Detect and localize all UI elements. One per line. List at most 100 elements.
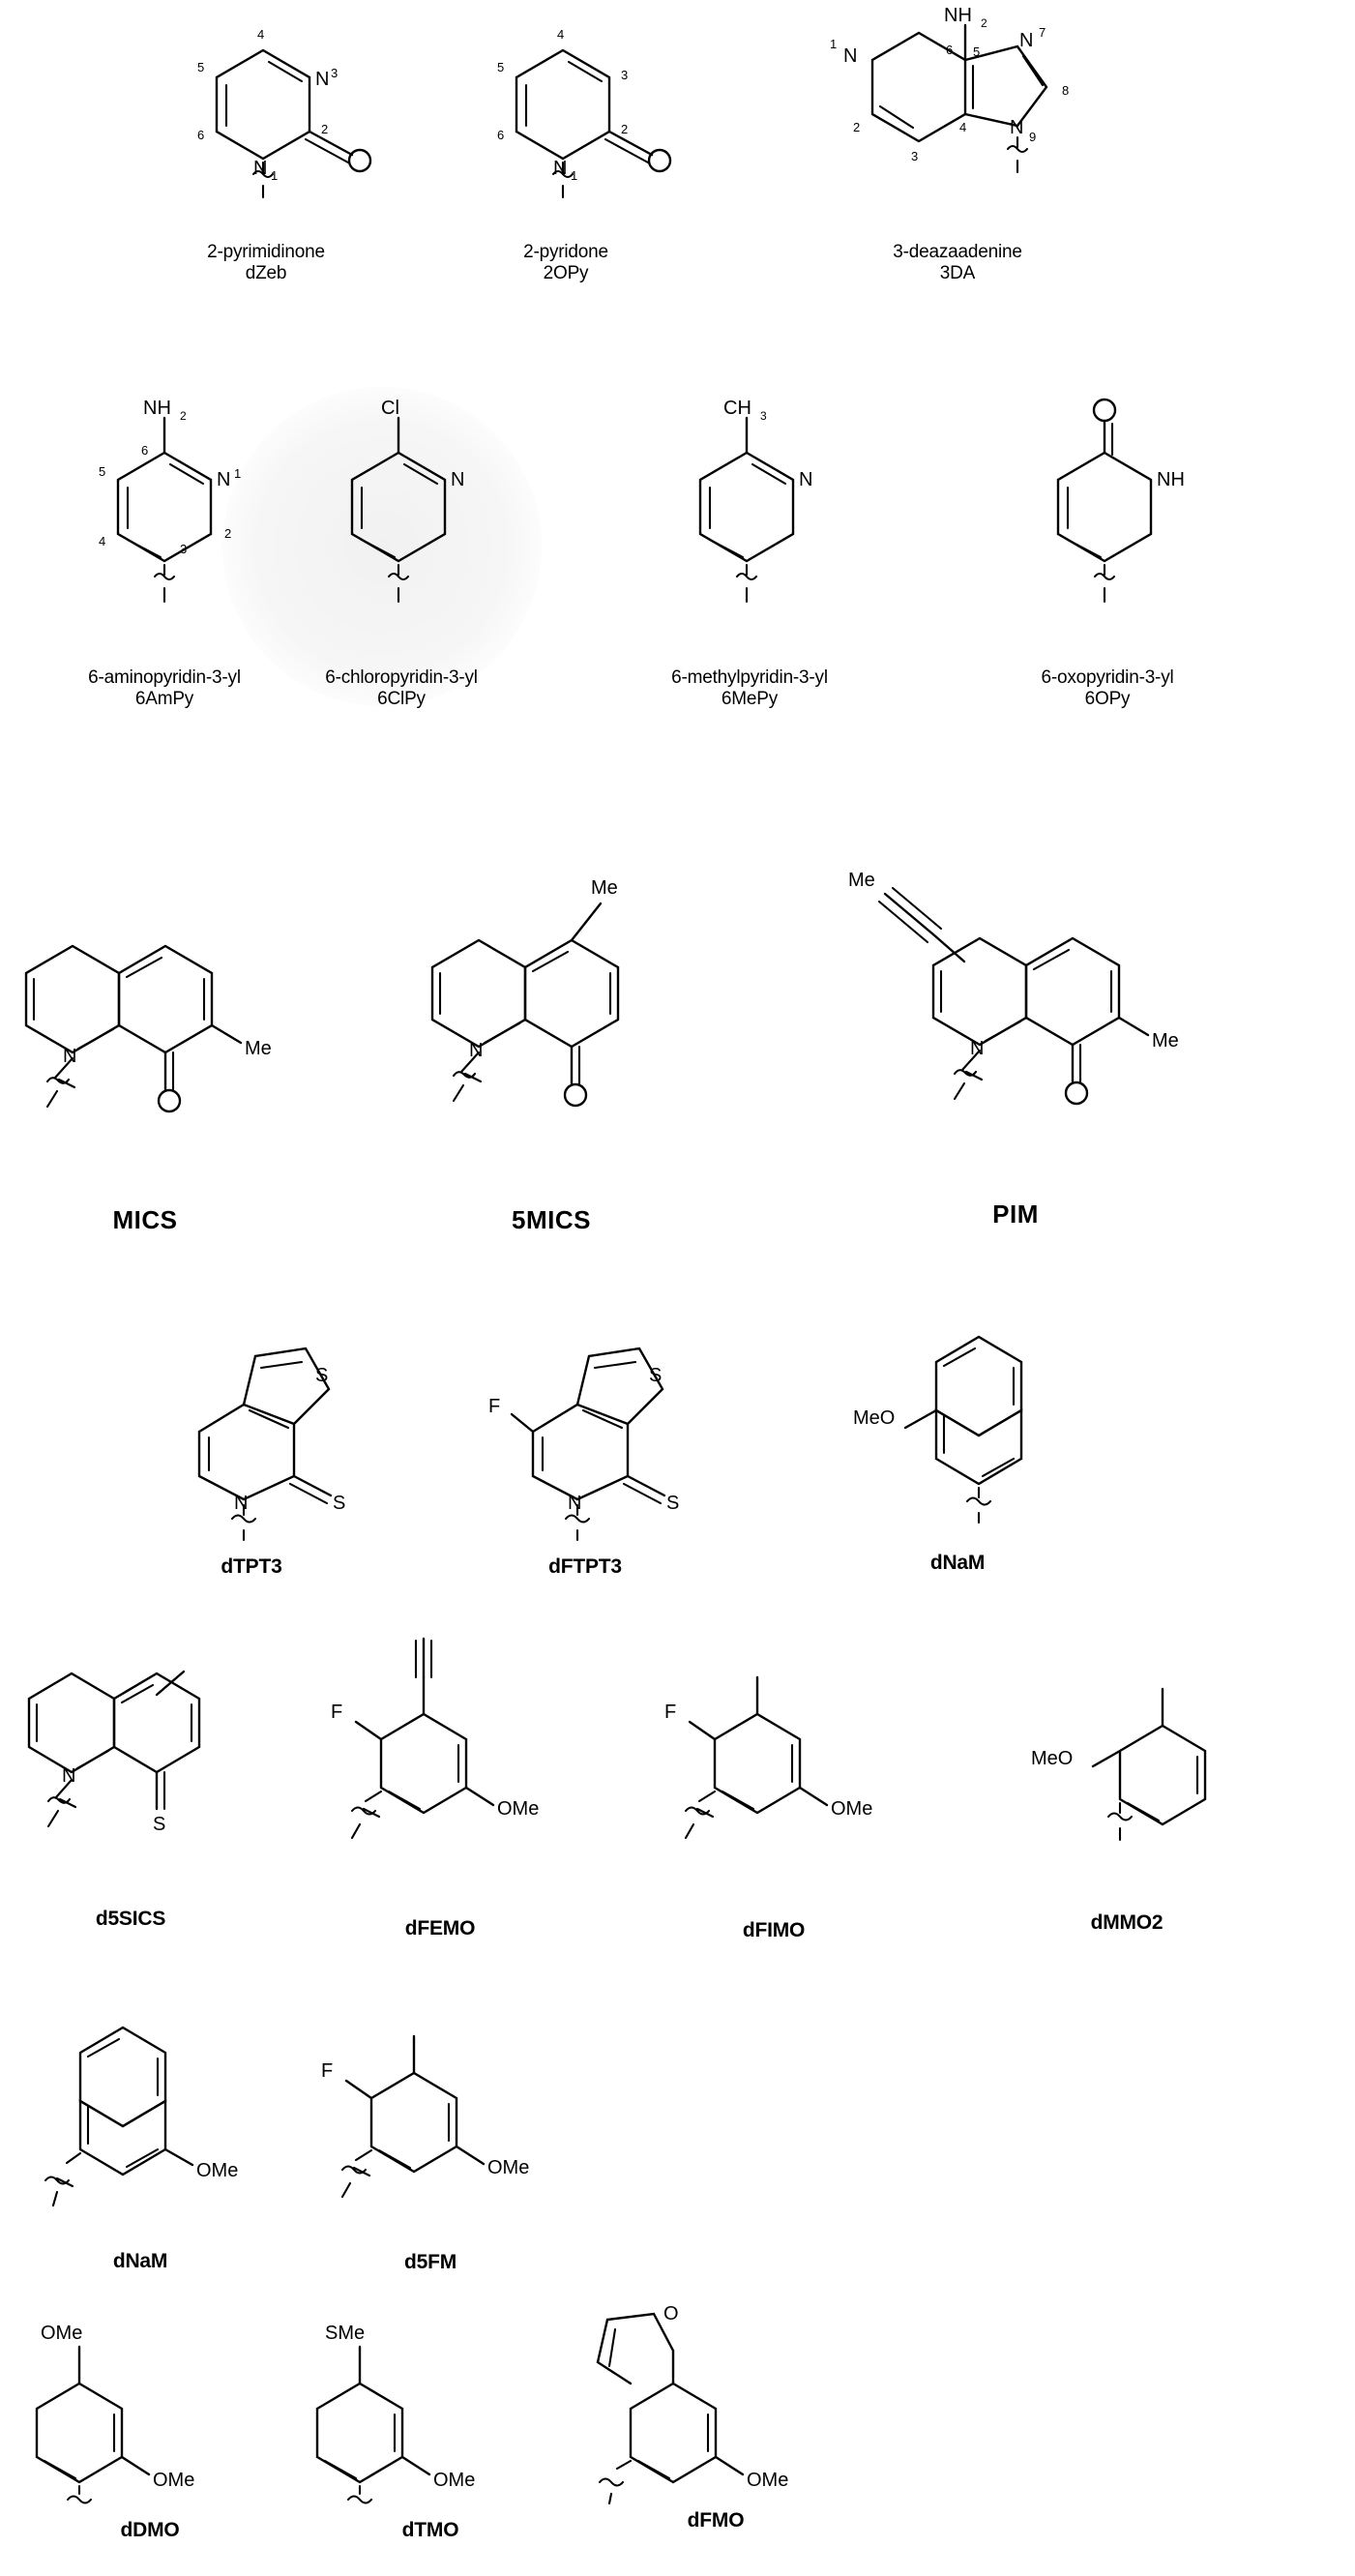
label-6mepy: 6-methylpyridin-3-yl 6MePy	[671, 667, 828, 711]
atom-label-ome: OMe	[433, 2470, 475, 2491]
atom-label-f: F	[664, 1702, 676, 1723]
atom-label-cl: Cl	[381, 398, 399, 419]
ring-number-2: 2	[621, 122, 628, 136]
atom-label-n: N	[62, 1765, 75, 1787]
structure-drawing-6-aminopyridin-3-yl: NH 2 N 1 6 5 4 3 2	[99, 398, 241, 604]
ring-number-5: 5	[973, 44, 980, 59]
label-6ampy: 6-aminopyridin-3-yl 6AmPy	[88, 667, 241, 711]
atom-label-me-8: Me	[1152, 1030, 1179, 1051]
compound-name: 6-aminopyridin-3-yl	[88, 667, 241, 688]
label-2opy: 2-pyridone 2OPy	[523, 242, 608, 285]
compound-name: 6-oxopyridin-3-yl	[1041, 667, 1174, 688]
atom-label-nh2: NH	[143, 398, 171, 419]
atom-sub-ch3: 3	[760, 409, 767, 423]
compound-name: 6-methylpyridin-3-yl	[671, 667, 828, 688]
atom-label-ome: OMe	[747, 2470, 788, 2491]
ring-number-3: 3	[911, 149, 918, 163]
label-pim: PIM	[992, 1199, 1039, 1229]
structure-cell-dnam-row6: OMe dNaM	[0, 1993, 280, 2274]
atom-label-n: N	[469, 1040, 483, 1061]
structure-cell-6opy: NH 6-oxopyridin-3-yl 6OPy	[967, 387, 1248, 711]
compound-abbr: d5SICS	[95, 1908, 166, 1930]
compound-abbr: 6AmPy	[134, 689, 194, 710]
atom-label-me: Me	[848, 870, 875, 891]
atom-label-n1: N	[451, 469, 464, 490]
structure-cell-dtmo: SMe OMe dTMO	[290, 2302, 571, 2543]
atom-label-n1: N	[553, 158, 567, 179]
atom-label-n1: N	[217, 469, 230, 490]
atom-label-sme: SMe	[325, 2323, 365, 2344]
ring-number-6: 6	[141, 443, 148, 458]
atom-label-o-furan: O	[663, 2303, 679, 2324]
structure-drawing-dtmo: SMe OMe	[315, 2323, 475, 2504]
ring-number-6: 6	[497, 128, 504, 142]
ring-number-1: 1	[830, 37, 837, 51]
structure-cell-d5fm: F OMe d5FM	[290, 2017, 571, 2275]
ring-number-3: 3	[621, 68, 628, 82]
label-3da: 3-deazaadenine 3DA	[893, 242, 1022, 285]
compound-name: 2-pyridone	[523, 242, 608, 262]
ring-number-1: 1	[271, 168, 278, 183]
structure-cell-mics: N Me MICS	[0, 900, 290, 1235]
ring-number-4: 4	[959, 120, 966, 134]
ring-number-1: 1	[571, 168, 577, 183]
structure-drawing-3-deazaadenine: NH 2 N 1 N 7 N 9 6 5 4 3 2 8	[830, 5, 1069, 174]
ring-number-5: 5	[197, 60, 204, 74]
atom-label-s-ring: S	[315, 1365, 328, 1386]
atom-label-me: Me	[591, 877, 618, 899]
label-6opy: 6-oxopyridin-3-yl 6OPy	[1041, 667, 1173, 711]
structure-drawing-dfimo: F OMe	[664, 1675, 872, 1840]
structure-drawing-d5sics: S N	[27, 1670, 201, 1835]
structure-cell-pim: Me N Me PIM	[832, 851, 1199, 1229]
structure-cell-d5sics: S N d5SICS	[0, 1635, 261, 1932]
label-dfimo: dFIMO	[743, 1919, 806, 1943]
label-dftpt3: dFTPT3	[548, 1555, 622, 1580]
compound-abbr: 6MePy	[721, 689, 779, 710]
label-dfmo: dFMO	[688, 2509, 745, 2533]
atom-label-ome: OMe	[487, 2157, 529, 2178]
atom-label-n: N	[568, 1493, 581, 1514]
compound-abbr: dZeb	[245, 263, 287, 284]
atom-label-nh: NH	[1157, 469, 1185, 490]
atom-label-n9: N	[1010, 117, 1023, 138]
compound-abbr: 6OPy	[1084, 689, 1131, 710]
atom-label-nh2: NH	[944, 5, 972, 26]
atom-label-n3: N	[315, 69, 329, 90]
label-dzeb: 2-pyrimidinone dZeb	[207, 242, 325, 285]
structure-cell-6clpy: Cl N 6-chloropyridin-3-yl 6ClPy	[261, 387, 542, 711]
label-5mics: 5MICS	[512, 1205, 591, 1235]
ring-number-2: 2	[224, 526, 231, 541]
atom-label-n1: N	[843, 45, 857, 67]
atom-label-f: F	[488, 1396, 500, 1417]
compound-abbr: MICS	[112, 1205, 178, 1234]
atom-label-ome: OMe	[497, 1798, 539, 1820]
compound-abbr: dMMO2	[1090, 1911, 1164, 1934]
compound-abbr: dFMO	[687, 2509, 745, 2532]
structure-drawing-6-methylpyridin-3-yl: CH 3 N	[698, 398, 812, 604]
structure-drawing-d5fm: F OMe	[321, 2034, 529, 2199]
structure-drawing-6-chloropyridin-3-yl: Cl N	[350, 398, 464, 604]
atom-label-ch3: CH	[723, 398, 751, 419]
structure-drawing-pim: Me N Me	[848, 870, 1179, 1106]
label-mics: MICS	[113, 1205, 178, 1235]
structure-cell-ddmo: OMe OMe dDMO	[10, 2302, 290, 2543]
structure-cell-dftpt3: S F S N dFTPT3	[450, 1316, 721, 1580]
atom-label-ome-top: OMe	[41, 2323, 82, 2344]
structure-drawing-dnam-row6: OMe	[44, 2026, 238, 2207]
compound-abbr: dNaM	[112, 2250, 168, 2272]
compound-abbr: dNaM	[929, 1552, 986, 1574]
compound-name: 6-chloropyridin-3-yl	[325, 667, 478, 688]
atom-sub-nh2: 2	[180, 409, 187, 423]
ring-number-9: 9	[1029, 130, 1036, 144]
atom-label-f: F	[331, 1702, 342, 1723]
structure-cell-dfmo: O OMe dFMO	[561, 2273, 870, 2533]
structure-cell-6mepy: CH 3 N 6-methylpyridin-3-yl 6MePy	[604, 387, 895, 711]
atom-label-me: Me	[245, 1038, 272, 1059]
ring-number-6: 6	[197, 128, 204, 142]
ring-number-4: 4	[99, 534, 105, 548]
compound-abbr: 6ClPy	[377, 689, 426, 710]
atom-label-n1: N	[253, 158, 267, 179]
label-dtpt3: dTPT3	[221, 1555, 281, 1580]
compound-name: 3-deazaadenine	[893, 242, 1022, 262]
